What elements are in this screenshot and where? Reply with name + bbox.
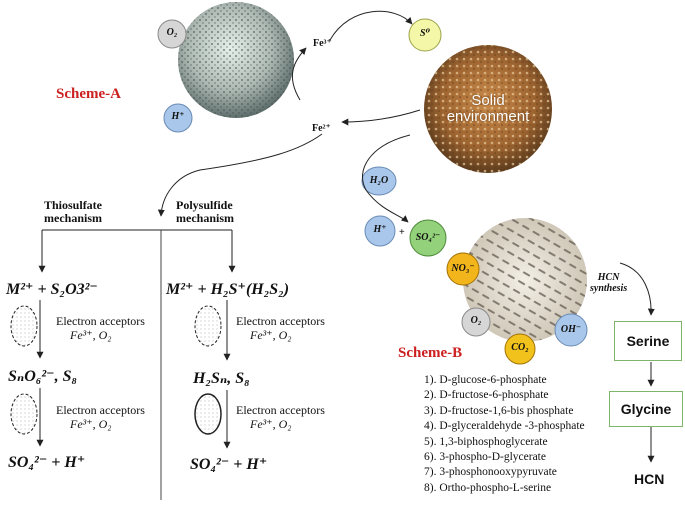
thiosulfate-line2: mechanism xyxy=(44,211,102,225)
o2-label: O₂ xyxy=(166,27,178,38)
polysulfide-line2: mechanism xyxy=(176,211,234,225)
micrograph-circle xyxy=(178,2,294,118)
no3-label: NO₃⁻ xyxy=(451,263,475,274)
arrow-env-to-so4 xyxy=(362,134,411,223)
solid-environment-line1: Solid xyxy=(471,92,505,109)
thiosulfate-eq2: SₙO₆²⁻, S₈ xyxy=(8,368,78,385)
acceptors-ts-1: Electron acceptors Fe³⁺, O₂ xyxy=(56,314,145,342)
thiosulfate-eq1: M²⁺ + S₂O3²⁻ xyxy=(6,281,98,298)
pathway-steps-list: 1). D-glucose-6-phosphate 2). D-fructose… xyxy=(424,373,585,496)
polysulfide-eq2: H₂Sₙ, S₈ xyxy=(193,370,250,387)
enzyme-oval-2 xyxy=(10,393,38,435)
arrow-to-serine xyxy=(619,262,655,316)
acceptors-ts-1-line2: Fe³⁺, O₂ xyxy=(70,328,112,342)
acceptors-ps-2-line1: Electron acceptors xyxy=(236,403,325,417)
arrow-fe3-to-s0 xyxy=(329,10,413,41)
acceptors-ts-2: Electron acceptors Fe³⁺, O₂ xyxy=(56,403,145,431)
co2-circle xyxy=(504,333,536,365)
acceptors-ps-1-line1: Electron acceptors xyxy=(236,314,325,328)
fe3-label: Fe³⁺ xyxy=(313,38,332,49)
hcn-synthesis-line2: synthesis xyxy=(590,283,628,294)
arrow-to-mechanisms xyxy=(157,133,323,217)
fe2-label: Fe²⁺ xyxy=(312,123,331,134)
step-item: 5). 1,3-biphosphoglycerate xyxy=(424,435,548,448)
oh-circle xyxy=(554,313,588,347)
solid-environment-line2: environment xyxy=(446,108,530,125)
step-item: 2). D-fructose-6-phosphate xyxy=(424,389,549,402)
o2-circle-b xyxy=(461,307,491,337)
thiosulfate-mechanism-label: Thiosulfate mechanism xyxy=(44,199,102,225)
thiosulfate-eq3: SO₄²⁻ + H⁺ xyxy=(8,454,86,471)
h2o-label: H₂O xyxy=(369,175,389,186)
so4-circle xyxy=(409,219,447,257)
no3-circle xyxy=(446,252,480,286)
scheme-a-title: Scheme-A xyxy=(56,86,121,102)
arrow-fe2-to-fe3 xyxy=(291,47,307,101)
glycine-box: Glycine xyxy=(609,391,683,427)
solid-environment-circle xyxy=(424,45,552,173)
hcn-label: HCN xyxy=(634,471,665,487)
polysulfide-mechanism-label: Polysulfide mechanism xyxy=(176,199,234,225)
polysulfide-line1: Polysulfide xyxy=(176,198,233,212)
enzyme-oval-3 xyxy=(194,305,222,347)
acceptors-ts-1-line1: Electron acceptors xyxy=(56,314,145,328)
step-item: 1). D-glucose-6-phosphate xyxy=(424,374,547,386)
co2-label: CO₂ xyxy=(511,342,529,353)
serine-box: Serine xyxy=(614,321,682,361)
plus-sign: + xyxy=(399,227,405,238)
acceptors-ts-2-line2: Fe³⁺, O₂ xyxy=(70,417,112,431)
polysulfide-eq1: M²⁺ + H₂S⁺(H₂S₂) xyxy=(166,281,290,298)
bacteria-circle xyxy=(463,218,587,342)
acceptors-ps-1-line2: Fe³⁺, O₂ xyxy=(250,328,292,342)
h-plus-label: H⁺ xyxy=(373,224,387,235)
s0-label: S⁰ xyxy=(420,28,430,39)
step-item: 4). D-glyceraldehyde -3-phosphate xyxy=(424,420,585,433)
o2-b-label: O₂ xyxy=(470,315,482,326)
acceptors-ps-2-line2: Fe³⁺, O₂ xyxy=(250,417,292,431)
polysulfide-eq3: SO₄²⁻ + H⁺ xyxy=(190,456,268,473)
thiosulfate-line1: Thiosulfate xyxy=(44,198,103,212)
s0-circle xyxy=(408,18,442,52)
h-plus-circle xyxy=(364,215,396,247)
acceptors-ps-1: Electron acceptors Fe³⁺, O₂ xyxy=(236,314,325,342)
hcn-synthesis-label: HCN synthesis xyxy=(590,272,627,294)
step-item: 7). 3-phosphonooxypyruvate xyxy=(424,466,557,479)
h2o-circle xyxy=(361,166,397,196)
oh-label: OH⁻ xyxy=(560,324,582,335)
hcn-synthesis-line1: HCN xyxy=(597,272,620,283)
step-item: 8). Ortho-phospho-L-serine xyxy=(424,481,552,494)
acceptors-ts-2-line1: Electron acceptors xyxy=(56,403,145,417)
arrow-env-to-fe2 xyxy=(341,109,421,126)
acceptors-ps-2: Electron acceptors Fe³⁺, O₂ xyxy=(236,403,325,431)
step-item: 3). D-fructose-1,6-bis phosphate xyxy=(424,404,574,417)
scheme-b-title: Scheme-B xyxy=(398,345,463,361)
solid-environment-label: Solid environment xyxy=(440,93,536,125)
o2-circle xyxy=(157,19,187,49)
enzyme-oval-4 xyxy=(194,393,222,435)
enzyme-oval-1 xyxy=(10,305,38,347)
so4-label: SO₄²⁻ xyxy=(415,232,441,243)
h-circle xyxy=(163,103,193,133)
step-item: 6). 3-phospho-D-glycerate xyxy=(424,451,546,464)
h-label: H⁺ xyxy=(171,111,185,122)
